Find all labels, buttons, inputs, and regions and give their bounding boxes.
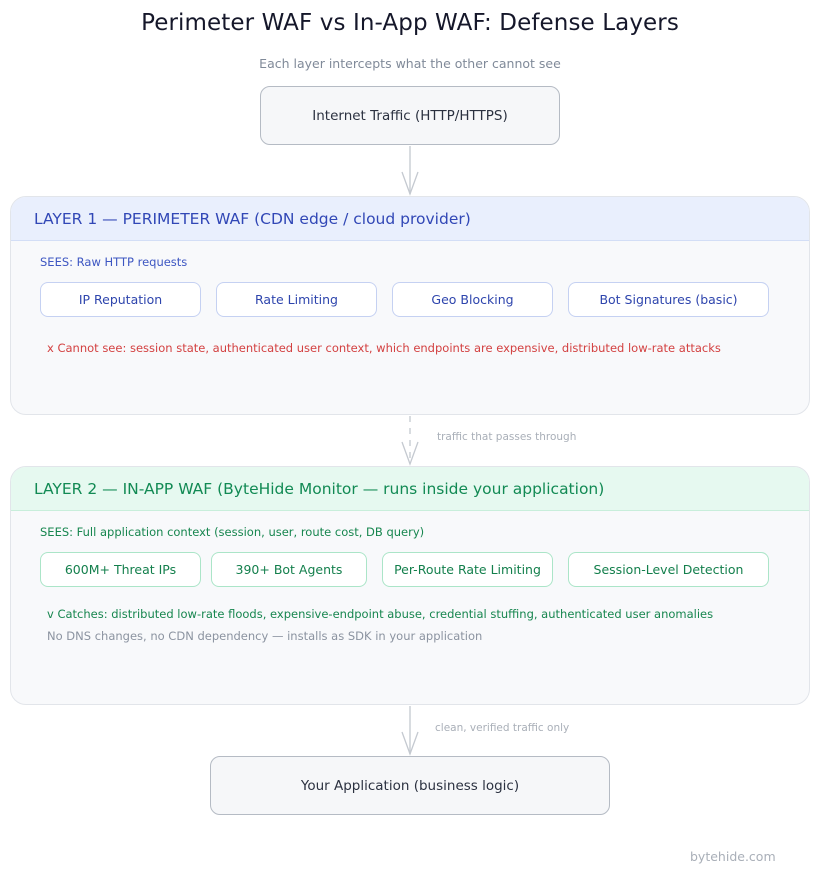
arrowhead-layer2 <box>401 441 419 466</box>
layer-2-install-note: No DNS changes, no CDN dependency — inst… <box>47 629 483 643</box>
connector-label-passes: traffic that passes through <box>437 431 577 443</box>
chip-rate-limiting: Rate Limiting <box>216 282 377 317</box>
layer-1-perimeter-waf: LAYER 1 — PERIMETER WAF (CDN edge / clou… <box>10 196 810 415</box>
footer-brand: bytehide.com <box>690 849 776 864</box>
internet-traffic-label: Internet Traffic (HTTP/HTTPS) <box>312 107 508 124</box>
internet-traffic-node: Internet Traffic (HTTP/HTTPS) <box>260 86 560 145</box>
chip-per-route-rate-limiting: Per-Route Rate Limiting <box>382 552 553 587</box>
layer-2-catches: v Catches: distributed low-rate floods, … <box>47 607 714 621</box>
chip-ip-reputation: IP Reputation <box>40 282 201 317</box>
your-application-node: Your Application (business logic) <box>210 756 610 815</box>
layer-2-sees: SEES: Full application context (session,… <box>40 525 425 539</box>
arrowhead-layer1 <box>401 171 419 196</box>
layer-1-header: LAYER 1 — PERIMETER WAF (CDN edge / clou… <box>11 197 809 241</box>
your-application-label: Your Application (business logic) <box>300 777 520 794</box>
chip-geo-blocking: Geo Blocking <box>392 282 553 317</box>
page-title: Perimeter WAF vs In-App WAF: Defense Lay… <box>141 10 679 36</box>
layer-1-sees: SEES: Raw HTTP requests <box>40 255 188 269</box>
chip-session-level-detection: Session-Level Detection <box>568 552 769 587</box>
layer-2-header: LAYER 2 — IN-APP WAF (ByteHide Monitor —… <box>11 467 809 511</box>
chip-bot-signatures: Bot Signatures (basic) <box>568 282 769 317</box>
layer-1-cannot-see: x Cannot see: session state, authenticat… <box>47 341 721 355</box>
connector-label-clean: clean, verified traffic only <box>435 722 570 734</box>
chip-threat-ips: 600M+ Threat IPs <box>40 552 201 587</box>
layer-2-in-app-waf: LAYER 2 — IN-APP WAF (ByteHide Monitor —… <box>10 466 810 705</box>
arrowhead-app <box>401 731 419 756</box>
chip-bot-agents: 390+ Bot Agents <box>211 552 367 587</box>
page-subtitle: Each layer intercepts what the other can… <box>259 56 561 71</box>
